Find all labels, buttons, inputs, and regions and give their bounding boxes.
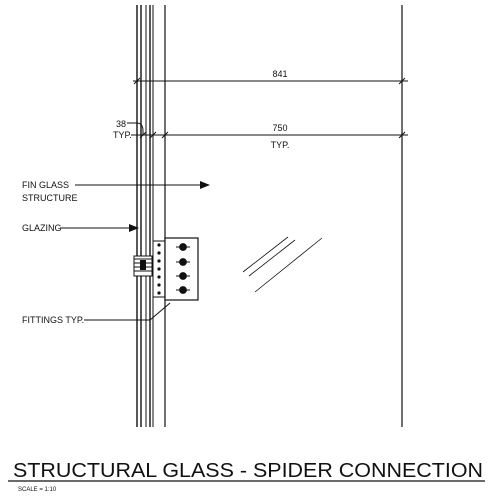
fin-glass-label: FIN GLASS xyxy=(22,180,69,190)
fin-glass-structure-label: STRUCTURE xyxy=(22,193,78,203)
glazing-label: GLAZING xyxy=(22,223,62,233)
dimension-750 xyxy=(158,131,408,139)
dimension-38-label: 38 xyxy=(116,119,126,129)
fittings-label: FITTINGS TYP. xyxy=(22,315,84,325)
glazing-leader xyxy=(60,224,139,232)
dimension-38-note: TYP. xyxy=(113,130,132,140)
spider-fitting xyxy=(133,237,199,301)
glass-reflection-marks xyxy=(242,236,323,293)
fin-glass-leader xyxy=(75,181,210,189)
dimension-841-label: 841 xyxy=(272,69,287,79)
drawing-scale: SCALE = 1:10 xyxy=(18,487,57,493)
dimension-750-note: TYP. xyxy=(271,140,290,150)
fin-glass-lines xyxy=(136,5,154,427)
fitting-pin-icon xyxy=(157,243,161,295)
fitting-bolt-icon xyxy=(176,243,190,294)
fitting-clamp-icon xyxy=(133,255,153,277)
dimension-841 xyxy=(133,77,408,85)
dimension-750-label: 750 xyxy=(272,123,287,133)
fittings-leader xyxy=(84,302,171,321)
dimension-38 xyxy=(127,122,158,139)
drawing-title: STRUCTURAL GLASS - SPIDER CONNECTION xyxy=(13,460,483,482)
